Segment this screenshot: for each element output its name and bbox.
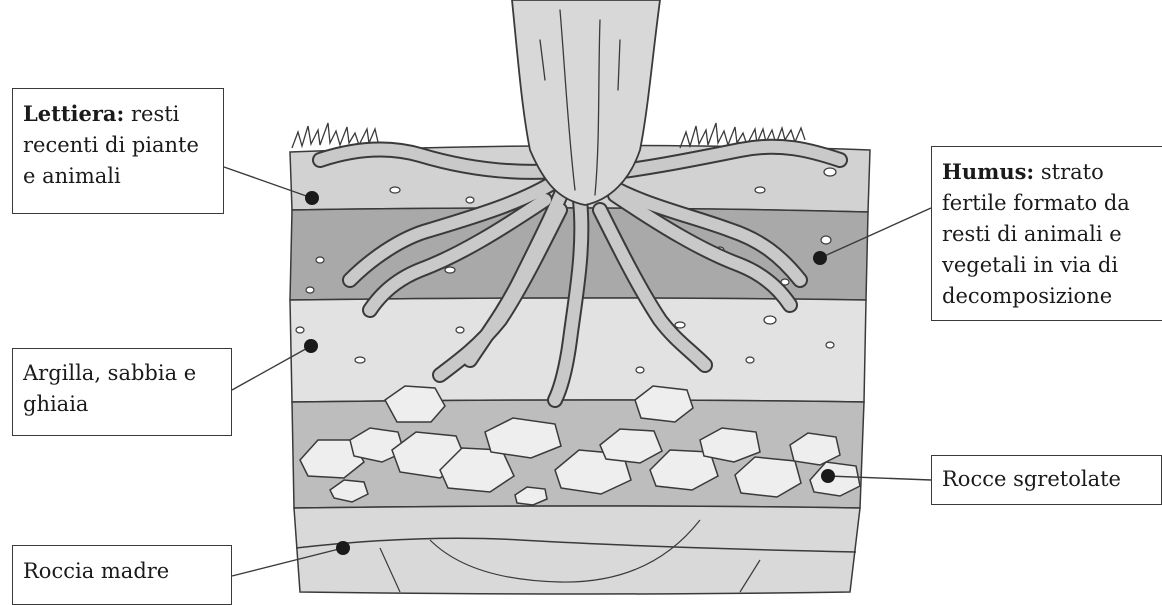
label-argilla-text: Argilla, sabbia e ghiaia <box>23 361 196 416</box>
label-roccia-madre: Roccia madre <box>12 545 232 605</box>
label-lettiera-term: Lettiera: <box>23 101 124 126</box>
dot-rocce <box>821 469 835 483</box>
label-humus-term: Humus: <box>942 159 1034 184</box>
dot-lettiera <box>305 191 319 205</box>
label-rocce-sgretolate: Rocce sgretolate <box>931 455 1162 505</box>
label-argilla: Argilla, sabbia e ghiaia <box>12 348 232 436</box>
label-roccia-madre-text: Roccia madre <box>23 559 169 583</box>
dot-argilla <box>304 339 318 353</box>
dot-humus <box>813 251 827 265</box>
label-humus: Humus: strato fertile formato da resti d… <box>931 146 1162 321</box>
label-lettiera: Lettiera: resti recenti di piante e anim… <box>12 88 224 214</box>
label-rocce-text: Rocce sgretolate <box>942 467 1121 491</box>
dot-roccia-madre <box>336 541 350 555</box>
